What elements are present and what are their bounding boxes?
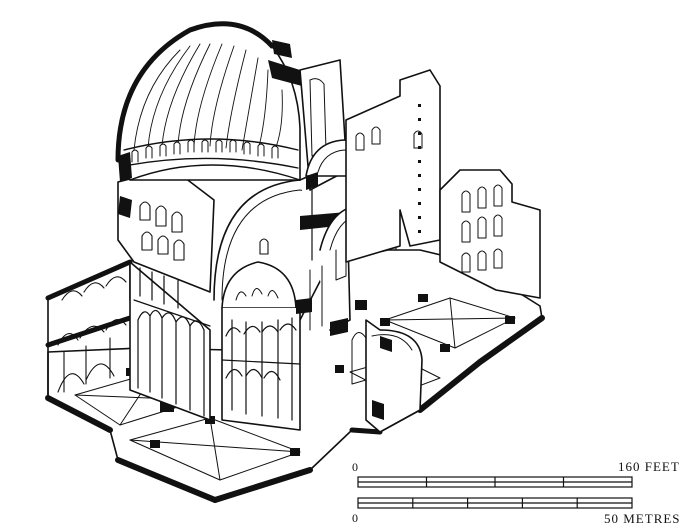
metres-scale-bar (357, 497, 633, 509)
left-aisle-arcades (45, 259, 133, 399)
main-dome (115, 21, 302, 218)
feet-scale-start-label: 0 (352, 460, 358, 474)
metres-scale-end-label: 50 METRES (604, 511, 681, 526)
feet-scale-end-label: 160 FEET (618, 459, 680, 474)
right-apse (296, 298, 423, 433)
feet-scale-bar (357, 476, 633, 488)
central-colonnades (129, 261, 211, 421)
metres-scale-start-label: 0 (352, 511, 358, 525)
main-structure (117, 159, 367, 431)
rear-facade (345, 69, 541, 299)
